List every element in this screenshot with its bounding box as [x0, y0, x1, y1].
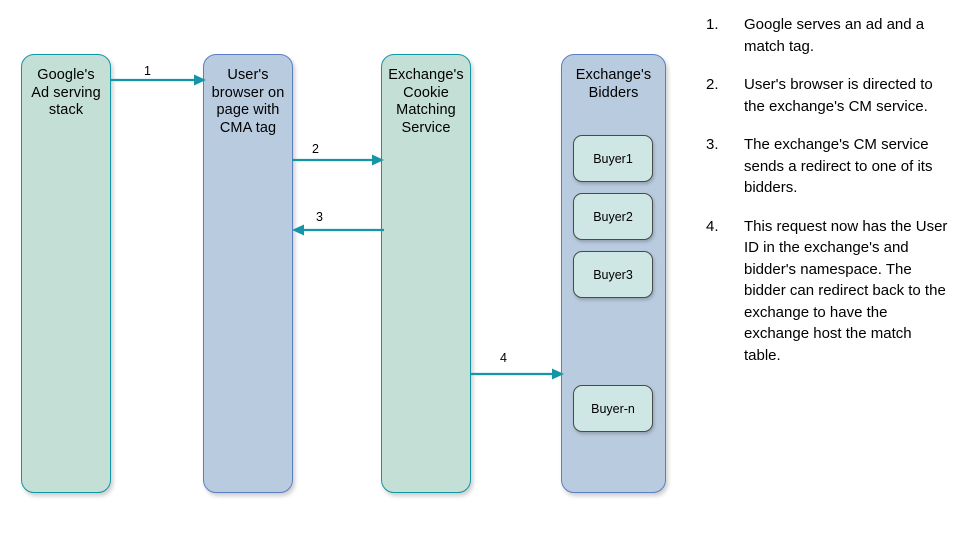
lane-label: Exchange's Bidders [575, 67, 652, 101]
lane-label: User's browser on page with CMA tag [211, 67, 285, 136]
steps-list: 1. Google serves an ad and a match tag. … [706, 14, 948, 383]
buyer-box: Buyer1 [573, 135, 653, 182]
step-number: 1. [706, 16, 719, 33]
buyer-box: Buyer-n [573, 385, 653, 432]
step-number: 3. [706, 136, 719, 153]
arrow-2-label: 2 [312, 142, 319, 156]
step-item: 1. Google serves an ad and a match tag. [706, 14, 948, 57]
lane-user-browser: User's browser on page with CMA tag [203, 54, 293, 493]
step-text: Google serves an ad and a match tag. [744, 16, 925, 55]
lane-label: Exchange's Cookie Matching Service [388, 67, 464, 136]
arrow-2-right [292, 154, 384, 166]
arrow-3-label: 3 [316, 210, 323, 224]
step-item: 4. This request now has the User ID in t… [706, 216, 948, 367]
arrow-3-left [292, 224, 384, 236]
lane-exchange-cookie-matching-service: Exchange's Cookie Matching Service [381, 54, 471, 493]
step-item: 2. User's browser is directed to the exc… [706, 74, 948, 117]
step-item: 3. The exchange's CM service sends a red… [706, 134, 948, 199]
step-number: 4. [706, 217, 719, 235]
step-text: The exchange's CM service sends a redire… [744, 136, 933, 196]
buyer-box: Buyer3 [573, 251, 653, 298]
arrow-4-label: 4 [500, 351, 507, 365]
lane-google-ad-serving-stack: Google's Ad serving stack [21, 54, 111, 493]
buyer-box: Buyer2 [573, 193, 653, 240]
step-number: 2. [706, 76, 719, 93]
lane-label: Google's Ad serving stack [31, 67, 101, 118]
step-text: User's browser is directed to the exchan… [744, 76, 933, 115]
arrow-1-right [110, 74, 206, 86]
step-text: This request now has the User ID in the … [744, 217, 948, 364]
arrow-1-label: 1 [144, 64, 151, 78]
arrow-4-right [470, 368, 564, 380]
